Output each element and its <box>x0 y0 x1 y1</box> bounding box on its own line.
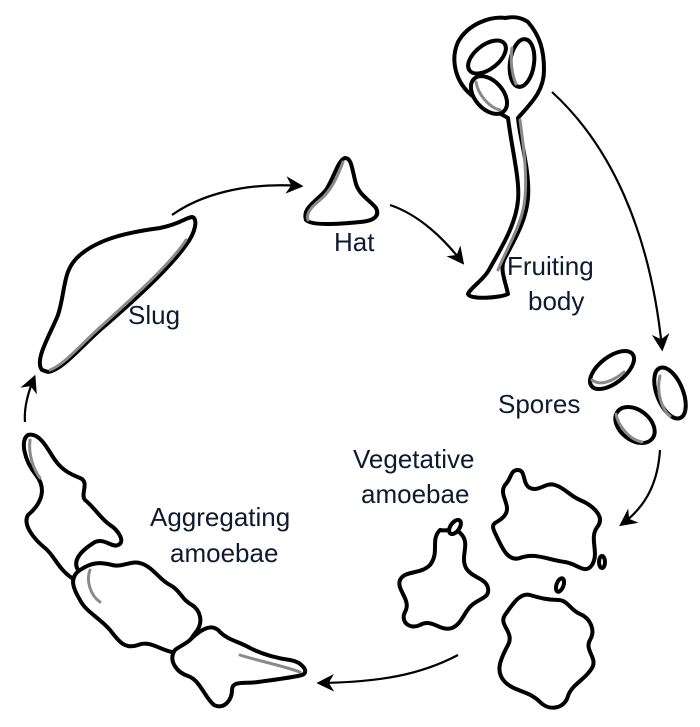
vegetative-amoebae-label-line2: amoebae <box>361 479 469 509</box>
arrow-aggregating-to-slug <box>20 374 37 423</box>
vegetative-amoebae-label: Vegetative amoebae <box>353 444 482 509</box>
arrow-spores-to-vegetative <box>619 449 662 527</box>
hat-label: Hat <box>334 227 375 257</box>
slug-label: Slug <box>128 300 180 330</box>
aggregating-amoebae-label-line2: amoebae <box>170 538 278 568</box>
spores-label: Spores <box>498 389 580 419</box>
aggregating-amoebae-shape <box>21 432 308 709</box>
vegetative-amoebae-label-line1: Vegetative <box>353 444 474 474</box>
arrow-hat-to-fruiting-body <box>389 203 465 265</box>
fruiting-body-label: Fruiting body <box>507 251 601 316</box>
fruiting-body-shape <box>452 15 546 300</box>
slug-shape <box>37 215 198 374</box>
arrow-slug-to-hat <box>171 176 304 216</box>
arrow-vegetative-to-aggregating <box>316 654 459 692</box>
hat-shape <box>303 156 380 226</box>
vegetative-amoebae-shape <box>397 468 607 710</box>
aggregating-amoebae-label: Aggregating amoebae <box>150 502 297 568</box>
fruiting-body-label-line2: body <box>528 286 584 316</box>
aggregating-amoebae-label-line1: Aggregating <box>150 502 290 532</box>
arrow-fruiting-body-to-spores <box>551 91 670 352</box>
fruiting-body-label-line1: Fruiting <box>507 251 594 281</box>
spores-shape <box>588 348 688 445</box>
